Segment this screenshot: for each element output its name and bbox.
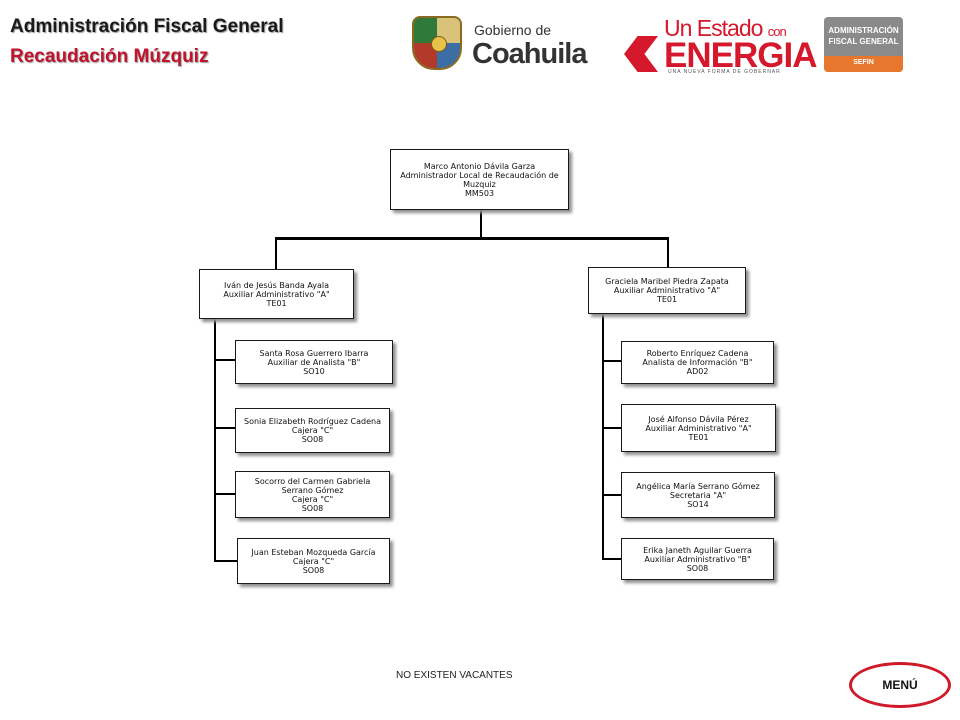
connector-left-tick-2 (214, 427, 235, 429)
node-position: Auxiliar Administrativo "A" (645, 423, 752, 433)
node-position: Cajera "C" (291, 426, 334, 435)
node-name: Socorro del Carmen Gabriela Serrano Góme… (254, 476, 371, 495)
node-code: SO08 (302, 565, 325, 575)
estado-energia-logo: Un Estado con ENERGIA UNA NUEVA FORMA DE… (624, 14, 817, 76)
connector-left-tick-4 (214, 560, 237, 562)
node-code: SO08 (301, 435, 324, 444)
connector-right-tick-4 (602, 558, 621, 560)
node-code: TE01 (656, 295, 678, 304)
energia-mark-icon (624, 36, 658, 72)
node-code: SO08 (686, 563, 709, 573)
vacancy-note: NO EXISTEN VACANTES (396, 670, 513, 681)
coahuila-logo-line1: Gobierno de (474, 22, 552, 38)
node-position: Administrador Local de Recaudación de Mu… (400, 170, 559, 189)
node-name: Graciela Maribel Piedra Zapata (605, 277, 729, 286)
connector-left-branch (275, 237, 277, 269)
node-name: Santa Rosa Guerrero Ibarra (259, 348, 369, 358)
gobierno-coahuila-logo: Gobierno de Coahuila (472, 20, 602, 72)
org-node-right-staff-1: Roberto Enríquez Cadena Analista de Info… (621, 341, 774, 384)
page-title: Administración Fiscal General (10, 16, 284, 37)
node-position: Cajera "C" (291, 494, 334, 504)
energia-logo-tagline: UNA NUEVA FORMA DE GOBERNAR (668, 69, 781, 75)
connector-right-spine (602, 314, 604, 559)
menu-button[interactable]: MENÚ (849, 662, 951, 708)
node-position: Cajera "C" (292, 556, 335, 566)
page-subtitle: Recaudación Múzquiz (10, 46, 209, 67)
org-node-root: Marco Antonio Dávila Garza Administrador… (390, 149, 569, 210)
node-position: Auxiliar Administrativo "A" (613, 286, 721, 295)
energia-logo-line1: Un Estado con (664, 15, 787, 41)
node-code: SO10 (303, 366, 325, 376)
org-node-left-staff-3: Socorro del Carmen Gabriela Serrano Góme… (235, 471, 390, 518)
afg-logo-line1: ADMINISTRACIÓN (828, 26, 899, 35)
node-position: Secretaria "A" (669, 490, 727, 500)
node-code: TE01 (266, 298, 287, 308)
node-name: Roberto Enríquez Cadena (646, 349, 749, 358)
org-node-right-staff-2: José Alfonso Dávila Pérez Auxiliar Admin… (621, 404, 776, 452)
energia-logo-line2: ENERGIA (664, 36, 817, 75)
connector-right-tick-2 (602, 427, 621, 429)
afg-logo-line3: SEFIN (853, 59, 874, 66)
node-code: MM503 (464, 188, 495, 198)
connector-root-down (480, 210, 482, 238)
node-name: Sonia Elizabeth Rodríguez Cadena (243, 417, 382, 426)
node-position: Auxiliar Administrativo "A" (223, 289, 330, 299)
node-name: Angélica María Serrano Gómez (636, 481, 760, 491)
connector-left-tick-1 (214, 359, 235, 361)
connector-right-branch (667, 237, 669, 267)
node-name: Erika Janeth Aguilar Guerra (643, 545, 752, 555)
coahuila-coat-of-arms-logo (412, 16, 462, 70)
coahuila-logo-line2: Coahuila (472, 38, 587, 70)
node-name: José Alfonso Dávila Pérez (648, 414, 749, 424)
menu-button-label: MENÚ (882, 678, 918, 692)
connector-left-spine (214, 319, 216, 562)
node-code: SO08 (301, 503, 324, 513)
org-node-right-head: Graciela Maribel Piedra Zapata Auxiliar … (588, 267, 746, 314)
org-node-right-staff-4: Erika Janeth Aguilar Guerra Auxiliar Adm… (621, 538, 774, 580)
node-code: AD02 (686, 367, 709, 376)
node-code: TE01 (688, 432, 709, 442)
node-name: Iván de Jesús Banda Ayala (223, 280, 330, 290)
node-position: Auxiliar de Analista "B" (267, 357, 361, 367)
connector-right-tick-1 (602, 360, 621, 362)
node-name: Marco Antonio Dávila Garza (423, 161, 536, 171)
node-code: SO14 (687, 499, 709, 509)
node-name: Juan Esteban Mozqueda García (251, 547, 376, 557)
administracion-fiscal-general-logo: ADMINISTRACIÓN FISCAL GENERAL SEFIN (824, 17, 903, 72)
org-node-left-staff-4: Juan Esteban Mozqueda García Cajera "C" … (237, 538, 390, 584)
connector-left-tick-3 (214, 493, 235, 495)
org-node-left-staff-2: Sonia Elizabeth Rodríguez Cadena Cajera … (235, 408, 390, 453)
node-position: Analista de Información "B" (642, 358, 753, 367)
org-node-right-staff-3: Angélica María Serrano Gómez Secretaria … (621, 472, 775, 518)
node-position: Auxiliar Administrativo "B" (644, 554, 751, 564)
org-node-left-head: Iván de Jesús Banda Ayala Auxiliar Admin… (199, 269, 354, 319)
connector-horizontal-bar (276, 237, 669, 240)
org-node-left-staff-1: Santa Rosa Guerrero Ibarra Auxiliar de A… (235, 340, 393, 384)
connector-right-tick-3 (602, 494, 621, 496)
afg-logo-line2: FISCAL GENERAL (828, 37, 899, 46)
